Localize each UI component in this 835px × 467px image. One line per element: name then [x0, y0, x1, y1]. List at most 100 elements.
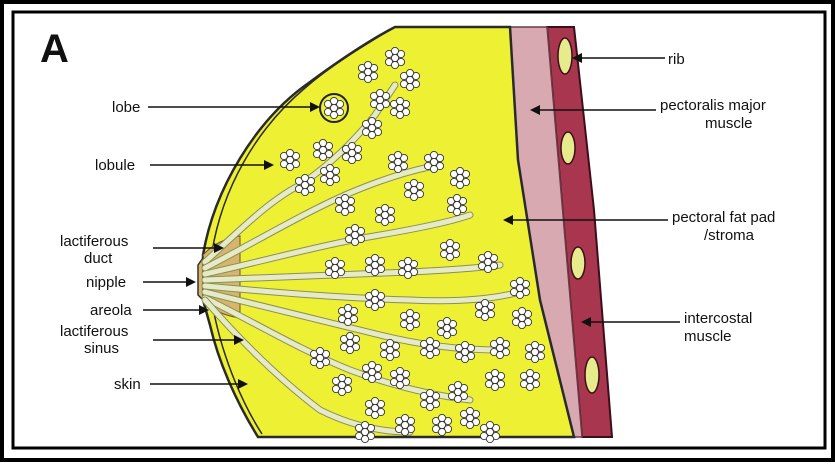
alveolus [486, 421, 493, 428]
alveolus [396, 367, 403, 374]
label-pectoralis-2: muscle [705, 115, 753, 132]
alveolus [410, 193, 417, 200]
alveolus [351, 238, 358, 245]
alveolus [348, 142, 355, 149]
alveolus [496, 337, 503, 344]
alveolus [438, 414, 445, 421]
alveolus [364, 61, 371, 68]
alveolus [486, 435, 493, 442]
alveolus [430, 151, 437, 158]
alveolus [368, 117, 375, 124]
alveolus [426, 337, 433, 344]
alveolus [330, 97, 337, 104]
alveolus [481, 299, 488, 306]
alveolus [426, 403, 433, 410]
alveolus [368, 361, 375, 368]
alveolus [516, 277, 523, 284]
alveolus [301, 188, 308, 195]
alveolus [410, 179, 417, 186]
alveolus [396, 111, 403, 118]
alveolus [401, 428, 408, 435]
alveolus [526, 369, 533, 376]
rib-3 [571, 247, 585, 279]
alveolus [381, 218, 388, 225]
alveolus [406, 309, 413, 316]
alveolus [491, 383, 498, 390]
alveolus [331, 271, 338, 278]
alveolus [316, 361, 323, 368]
alveolus [531, 355, 538, 362]
rib-2 [561, 132, 575, 164]
alveolus [368, 131, 375, 138]
alveolus [331, 257, 338, 264]
alveolus [371, 303, 378, 310]
alveolus [371, 254, 378, 261]
alveolus [430, 165, 437, 172]
alveolus [404, 271, 411, 278]
alveolus [346, 332, 353, 339]
rib-1 [558, 38, 572, 74]
alveolus [438, 428, 445, 435]
alveolus [368, 375, 375, 382]
alveolus [466, 421, 473, 428]
alveolus [344, 304, 351, 311]
alveolus [371, 289, 378, 296]
alveolus [453, 194, 460, 201]
alveolus [491, 369, 498, 376]
label-areola: areola [90, 302, 132, 319]
alveolus [326, 178, 333, 185]
label-skin: skin [114, 376, 141, 393]
alveolus [401, 414, 408, 421]
alveolus [376, 103, 383, 110]
alveolus [319, 139, 326, 146]
label-rib: rib [668, 51, 685, 68]
alveolus [391, 61, 398, 68]
alveolus [391, 47, 398, 54]
alveolus [496, 351, 503, 358]
label-fat-pad-2: /stroma [704, 227, 755, 244]
alveolus [326, 164, 333, 171]
alveolus [461, 355, 468, 362]
alveolus [454, 381, 461, 388]
alveolus [518, 307, 525, 314]
alveolus [394, 165, 401, 172]
alveolus [456, 167, 463, 174]
label-lobe: lobe [112, 99, 140, 116]
alveolus [394, 151, 401, 158]
alveolus [381, 204, 388, 211]
alveolus [346, 346, 353, 353]
alveolus [446, 239, 453, 246]
alveolus [426, 351, 433, 358]
alveolus [443, 317, 450, 324]
alveolus [454, 395, 461, 402]
alveolus [484, 265, 491, 272]
alveolus [406, 83, 413, 90]
rib-4 [585, 357, 599, 393]
alveolus [466, 407, 473, 414]
alveolus [481, 313, 488, 320]
alveolus [316, 347, 323, 354]
alveolus [386, 339, 393, 346]
alveolus [338, 374, 345, 381]
label-lactiferous-sinus-2: sinus [84, 340, 119, 357]
label-nipple: nipple [86, 274, 126, 291]
alveolus [531, 341, 538, 348]
alveolus [376, 89, 383, 96]
alveolus [426, 389, 433, 396]
label-lactiferous-duct-1: lactiferous [60, 233, 128, 250]
alveolus [371, 411, 378, 418]
alveolus [341, 208, 348, 215]
label-intercostal-1: intercostal [684, 310, 752, 327]
alveolus [406, 69, 413, 76]
alveolus [404, 257, 411, 264]
alveolus [396, 97, 403, 104]
alveolus [351, 224, 358, 231]
label-pectoralis-1: pectoralis major [660, 97, 766, 114]
alveolus [364, 75, 371, 82]
alveolus [526, 383, 533, 390]
alveolus [406, 323, 413, 330]
alveolus [341, 194, 348, 201]
alveolus [348, 156, 355, 163]
